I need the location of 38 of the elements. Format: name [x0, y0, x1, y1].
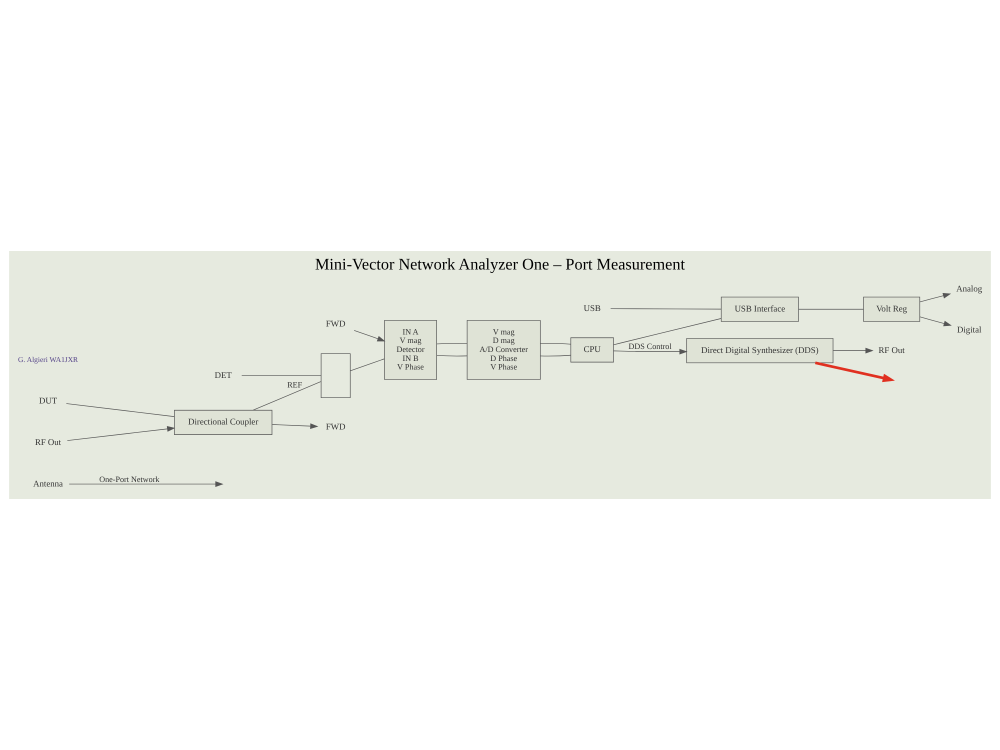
arrow — [613, 348, 688, 354]
connector — [540, 342, 571, 345]
node-box: USB Interface — [720, 296, 799, 322]
connector — [798, 308, 864, 310]
node-text: FWD — [326, 421, 346, 432]
node-text: RF Out — [34, 437, 62, 448]
label: G. Algieri WA1JXR — [18, 354, 78, 364]
node-box: Volt Reg — [863, 296, 920, 322]
arrow — [920, 292, 952, 302]
node-box: CPU — [570, 337, 614, 362]
connector — [540, 354, 571, 356]
node-box: Direct Digital Synthesizer (DDS) — [686, 338, 834, 364]
connector — [613, 318, 722, 346]
connector — [610, 308, 722, 310]
node-text: USB — [584, 302, 601, 313]
arrow — [832, 348, 874, 354]
node-text: Antenna — [33, 478, 63, 488]
arrow — [354, 330, 386, 342]
connector — [436, 342, 468, 344]
arrow — [920, 316, 952, 326]
connector — [252, 381, 322, 410]
diagram-title: Mini-Vector Network Analyzer One – Port Measurement — [314, 255, 686, 274]
connector — [241, 375, 322, 376]
connector — [436, 355, 468, 356]
connector — [350, 358, 385, 372]
node-text: DUT — [38, 396, 58, 406]
node-box — [320, 353, 351, 398]
arrow — [68, 481, 224, 487]
node-text: DET — [214, 370, 232, 380]
arrow — [272, 423, 318, 429]
node-text: FWD — [326, 318, 346, 328]
node-text: Analog — [956, 283, 982, 294]
node-text: Digital — [957, 324, 982, 335]
node-box: Directional Coupler — [174, 410, 272, 435]
arrow — [814, 362, 895, 382]
node-text: RF Out — [878, 344, 905, 355]
connector — [66, 403, 175, 417]
arrow — [66, 426, 176, 441]
